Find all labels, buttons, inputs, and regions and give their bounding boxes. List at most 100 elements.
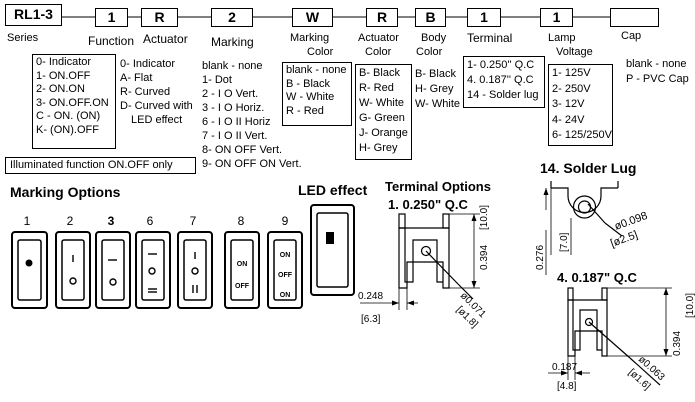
led-effect-switch-body	[310, 204, 355, 296]
switch-8-top-label: ON	[237, 261, 248, 268]
switch-6-body	[135, 231, 171, 309]
label-marking-color-2: Color	[307, 46, 334, 58]
qc250-title: 1. 0.250" Q.C	[388, 197, 468, 212]
solder-lug-height: 0.276	[535, 245, 546, 270]
function-option: 0- Indicator	[36, 56, 92, 68]
marking-color-option: R - Red	[286, 104, 324, 117]
marking-number: 1	[24, 214, 31, 228]
solder-lug-hole-mm: [ø2.5]	[609, 229, 640, 250]
marking-option: 7 - I O II Vert.	[202, 130, 268, 142]
actuator-color-option: G- Green	[359, 112, 405, 124]
actuator-option: D- Curved with	[120, 100, 193, 112]
label-actuator-color-1: Actuator	[358, 32, 399, 44]
label-body-color-1: Body	[421, 32, 447, 44]
marking-number: 7	[190, 214, 197, 228]
label-marking-color-1: Marking	[290, 32, 330, 44]
actuator-color-option: R- Red	[359, 82, 394, 94]
function-note: Illuminated function ON.OFF only	[10, 159, 173, 171]
marking-number: 3	[108, 214, 115, 228]
marking-number: 6	[147, 214, 154, 228]
switch-2-body	[55, 231, 91, 309]
series-code-box: RL1-3	[5, 4, 62, 26]
body-color-option: W- White	[415, 98, 461, 110]
solder-lug-hole: ø0.098	[613, 210, 649, 233]
marking-option: 2 - I O Vert.	[202, 88, 259, 100]
marking-options-title: Marking Options	[10, 184, 121, 200]
function-note-box: Illuminated function ON.OFF only	[5, 157, 196, 174]
marking-color-code-box: W	[292, 8, 333, 27]
body-color-option: B- Black	[415, 68, 456, 80]
actuator-color-code-box: R	[366, 8, 398, 27]
cap-options: blank - none P - PVC Cap	[626, 57, 689, 87]
marking-option: 3 - I O Horiz.	[202, 102, 265, 114]
marking-option: 1- Dot	[202, 74, 232, 86]
switch-7-body	[177, 231, 213, 309]
label-terminal: Terminal	[467, 31, 513, 45]
function-option: C - ON. (ON)	[36, 110, 101, 122]
actuator-option: LED effect	[131, 114, 183, 126]
lamp-voltage-option: 6- 125/250V	[552, 129, 612, 141]
marking-code-box: 2	[211, 8, 253, 27]
qc187-width-mm: [4.8]	[557, 381, 577, 392]
o-marking	[69, 277, 77, 285]
switch-8-bottom-label: OFF	[235, 283, 250, 290]
cap-option: P - PVC Cap	[626, 73, 689, 85]
marking-option: 9- ON OFF ON Vert.	[202, 158, 302, 170]
marking-number: 2	[67, 214, 74, 228]
actuator-color-option: H- Grey	[359, 142, 398, 154]
lamp-voltage-option: 4- 24V	[552, 113, 585, 126]
lamp-voltage-option: 2- 250V	[552, 82, 591, 95]
switch-1-body	[11, 231, 48, 309]
qc250-height-mm: [10.0]	[479, 205, 490, 230]
label-lamp: Lamp	[548, 32, 576, 44]
solder-lug-height-mm: [7.0]	[559, 232, 570, 252]
switch-9-body	[267, 231, 303, 309]
lamp-voltage-options-box: 1- 125V 2- 250V 3- 12V 4- 24V 6- 125/250…	[548, 64, 613, 146]
body-color-option: H- Grey	[415, 83, 454, 95]
code-connectors	[62, 16, 610, 18]
actuator-color-option: B- Black	[359, 67, 400, 79]
function-option: 3- ON.OFF.ON	[36, 96, 109, 109]
terminal-option: 14 - Solder lug	[467, 89, 539, 101]
actuator-option: 0- Indicator	[120, 58, 176, 70]
marking-color-option: blank - none	[286, 64, 347, 76]
qc187-height-mm: [10.0]	[685, 293, 695, 318]
switch-9-top-label: ON	[280, 252, 291, 259]
switch-9-bottom-label: ON	[280, 292, 291, 299]
actuator-color-option: J- Orange	[359, 127, 408, 139]
qc187-width: 0.187	[552, 362, 577, 373]
qc250-width-mm: [6.3]	[361, 314, 381, 325]
qc187-title: 4. 0.187" Q.C	[557, 270, 637, 285]
marking-option: 6 - I O II Horiz	[202, 116, 271, 128]
terminal-option: 4. 0.187'' Q.C	[467, 74, 534, 86]
qc250-terminal-drawing	[360, 213, 480, 310]
actuator-options: 0- Indicator A- Flat R- Curved D- Curved…	[120, 57, 193, 127]
marking-options-list: blank - none 1- Dot 2 - I O Vert. 3 - I …	[202, 59, 302, 171]
lamp-voltage-code-box: 1	[540, 8, 573, 27]
actuator-option: R- Curved	[120, 86, 171, 98]
actuator-option: A- Flat	[120, 72, 153, 84]
dot-marking	[25, 259, 33, 267]
marking-number: 8	[238, 214, 245, 228]
marking-number: 9	[282, 214, 289, 228]
label-body-color-2: Color	[416, 46, 443, 58]
lamp-voltage-option: 1- 125V	[552, 67, 591, 79]
qc187-height: 0.394	[672, 331, 683, 356]
function-option: K- (ON).OFF	[36, 123, 99, 136]
label-function: Function	[88, 34, 135, 48]
marking-color-options-box: blank - none B - Black W - White R - Red	[282, 62, 352, 126]
marking-color-option: W - White	[286, 91, 335, 103]
led-effect-title: LED effect	[298, 182, 368, 198]
marking-color-option: B - Black	[286, 77, 331, 90]
terminal-options-box: 1- 0.250'' Q.C 4. 0.187'' Q.C 14 - Solde…	[463, 56, 545, 108]
function-options-box: 0- Indicator 1- ON.OFF 2- ON.ON 3- ON.OF…	[32, 54, 116, 149]
cap-option: blank - none	[626, 58, 687, 70]
body-color-code-box: B	[415, 8, 446, 27]
label-marking: Marking	[211, 35, 254, 49]
label-cap: Cap	[621, 30, 642, 42]
function-option: 2- ON.ON	[36, 83, 85, 95]
switch-3-body	[95, 231, 131, 309]
function-option: 1- ON.OFF	[36, 69, 91, 82]
